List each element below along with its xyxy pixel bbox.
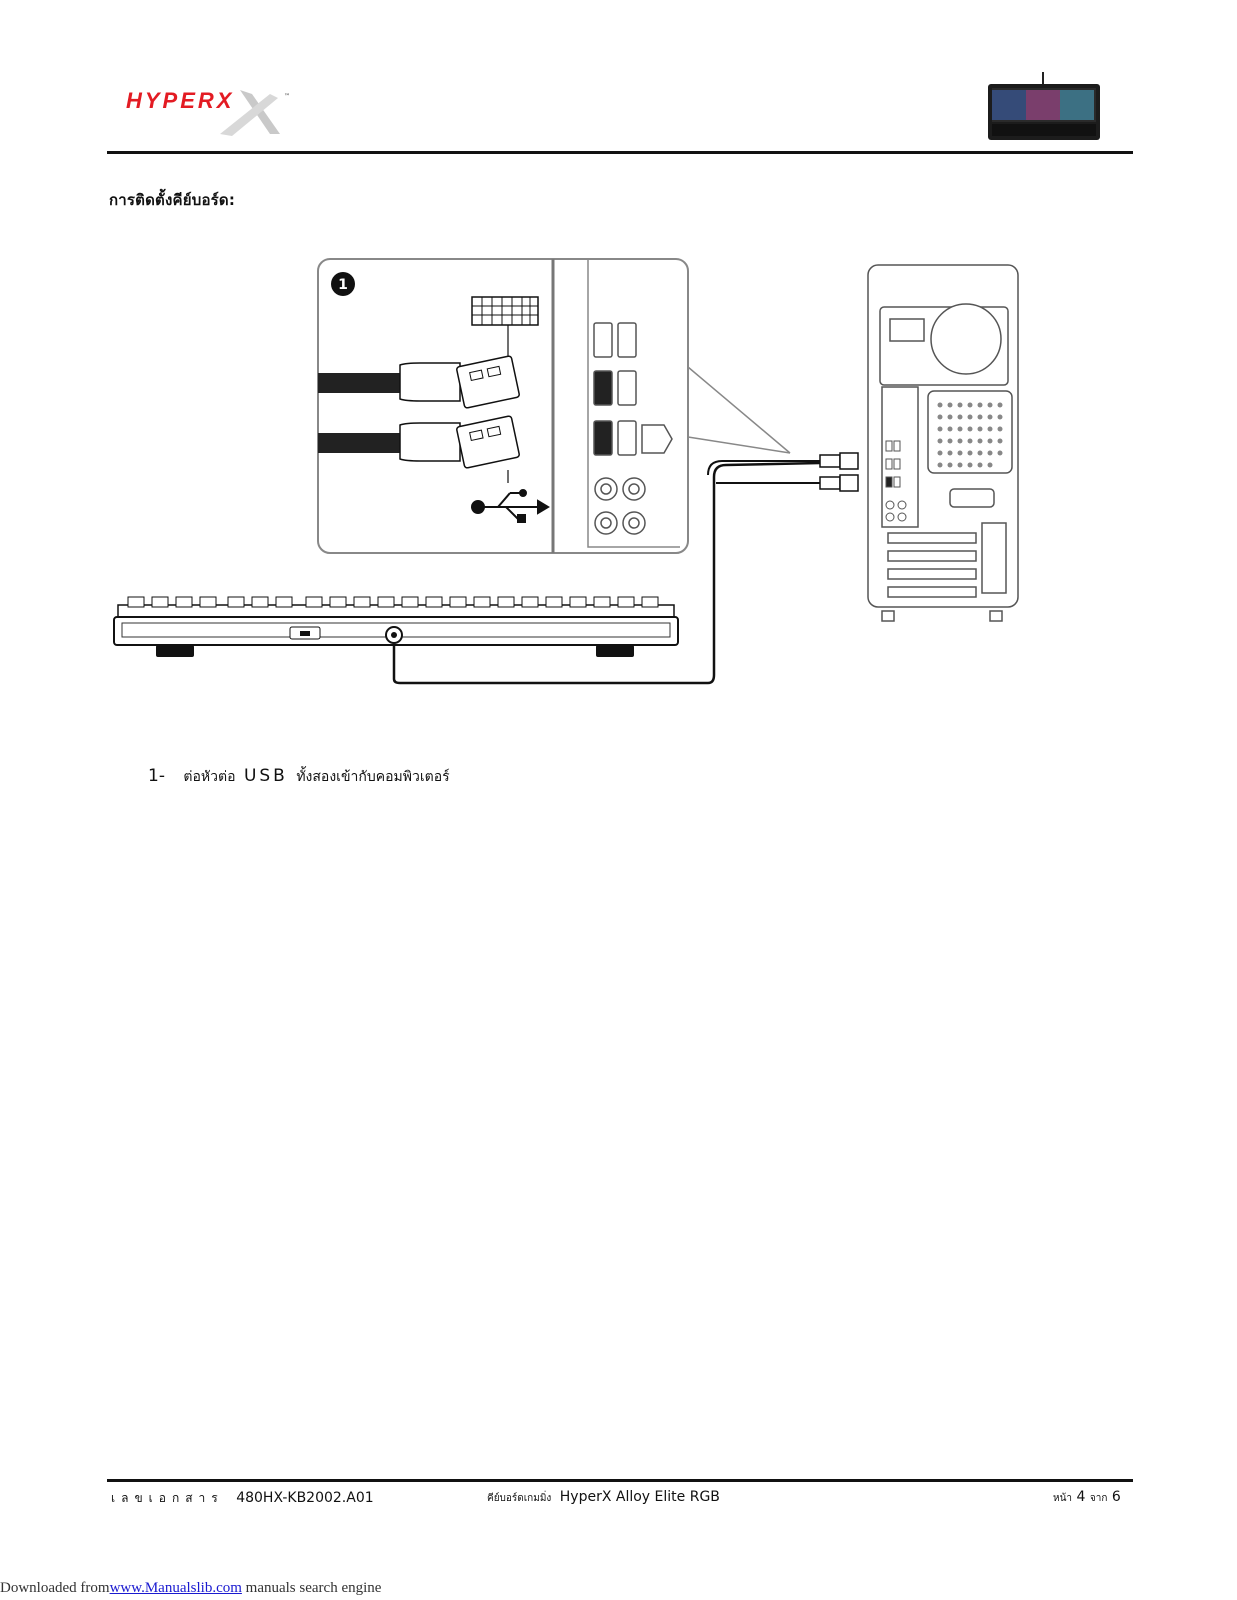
usb-plug-bottom bbox=[399, 415, 520, 469]
usb-icon bbox=[471, 489, 550, 523]
download-prefix: Downloaded from bbox=[0, 1580, 110, 1596]
footer-product: คีย์บอร์ดเกมมิ่ง HyperX Alloy Elite RGB bbox=[487, 1489, 720, 1506]
keyboard-side-view bbox=[113, 596, 679, 657]
installation-diagram: 1 bbox=[110, 255, 1030, 699]
step-usb: USB bbox=[243, 766, 288, 786]
section-heading: การติดตั้งคีย์บอร์ด: bbox=[109, 191, 236, 209]
manualslib-link[interactable]: www.Manualslib.com bbox=[109, 1580, 242, 1596]
footer-page-number: หน้า 4 จาก 6 bbox=[1053, 1489, 1121, 1506]
step-text-before: ต่อหัวต่อ bbox=[183, 769, 236, 785]
hyperx-logo: HYPERX ™ bbox=[120, 76, 300, 146]
logo-tm: ™ bbox=[284, 93, 290, 100]
footer-product-name: HyperX Alloy Elite RGB bbox=[559, 1489, 720, 1505]
footer-doc-number: 480HX-KB2002.A01 bbox=[236, 1490, 374, 1506]
pc-io-ports bbox=[885, 440, 907, 522]
keyboard-product-image bbox=[986, 72, 1102, 148]
footer-page-current: 4 bbox=[1076, 1489, 1086, 1505]
footer-document-number: เลขเอกสาร 480HX-KB2002.A01 bbox=[111, 1489, 374, 1508]
footer-page-total: 6 bbox=[1111, 1489, 1121, 1505]
step-text-after: ทั้งสองเข้ากับคอมพิวเตอร์ bbox=[296, 769, 450, 785]
pc-tower bbox=[867, 264, 1019, 622]
usb-plug-top bbox=[399, 355, 520, 409]
download-note: Downloaded fromwww.Manualslib.com manual… bbox=[0, 1580, 381, 1597]
logo-text: HYPERX bbox=[126, 88, 234, 113]
step-1: 1- ต่อหัวต่อ USB ทั้งสองเข้ากับคอมพิวเตอ… bbox=[148, 766, 450, 788]
keyboard-icon bbox=[471, 296, 539, 326]
footer-page-label: หน้า bbox=[1053, 1493, 1073, 1504]
header-rule bbox=[107, 151, 1133, 154]
download-suffix: manuals search engine bbox=[245, 1580, 382, 1596]
pc-fan-grille bbox=[937, 402, 1003, 468]
callout-number: 1 bbox=[338, 277, 348, 293]
rear-io-ports bbox=[593, 322, 673, 535]
footer-rule bbox=[107, 1479, 1133, 1482]
footer-product-prefix: คีย์บอร์ดเกมมิ่ง bbox=[487, 1493, 552, 1504]
footer-doc-label: เลขเอกสาร bbox=[111, 1491, 224, 1505]
footer-page-of: จาก bbox=[1089, 1493, 1108, 1504]
step-number: 1- bbox=[148, 766, 165, 786]
